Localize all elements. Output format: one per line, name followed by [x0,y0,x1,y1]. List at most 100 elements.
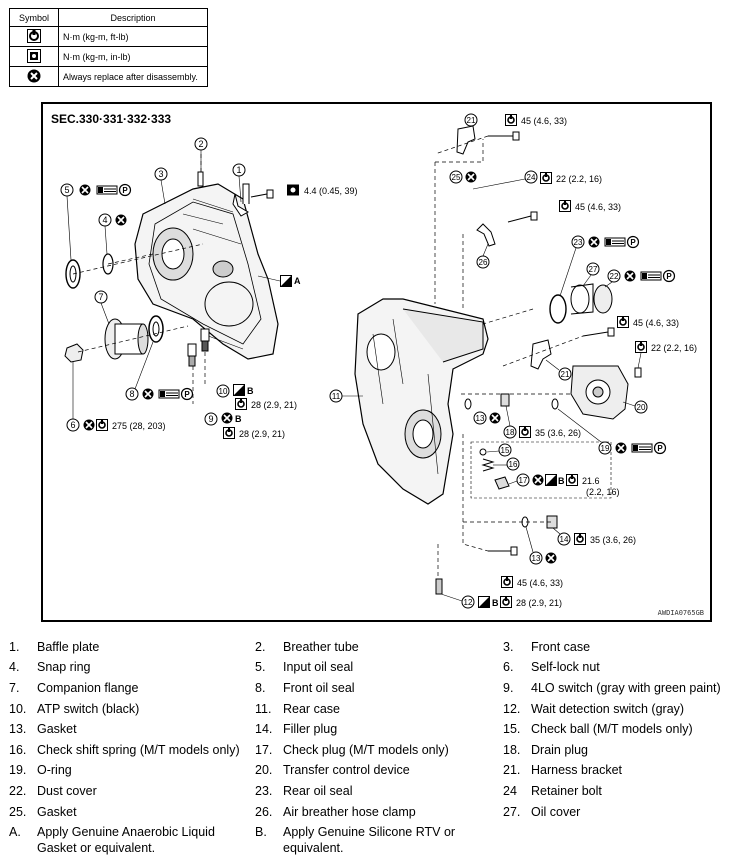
filler-plug [546,515,558,529]
svg-text:22: 22 [610,272,619,281]
callout-10: 10 [216,384,230,398]
svg-text:P: P [122,186,128,195]
callout-20: 20 [634,400,648,414]
callout-26: 26 [476,255,490,269]
svg-text:B: B [247,386,254,396]
callout-15: 15 [498,443,512,457]
front-case [134,183,279,360]
callout-7: 7 [94,290,108,304]
svg-text:P: P [184,390,190,399]
callout-5: 5 [60,183,74,197]
svg-text:14: 14 [560,535,569,544]
torque-22b: 22 (2.2, 16) [651,343,697,353]
svg-text:8: 8 [129,389,134,399]
torque-45b: 45 (4.6, 33) [575,202,621,212]
callout-21-top: 21 [464,113,478,127]
companion-flange [104,318,149,360]
svg-text:15: 15 [501,446,510,455]
atp-switch [200,328,210,352]
svg-text:12: 12 [464,598,473,607]
svg-text:2: 2 [198,139,203,149]
svg-text:21: 21 [467,116,476,125]
torque-6: 275 (28, 203) [112,421,166,431]
svg-text:P: P [666,272,672,281]
svg-text:19: 19 [601,444,610,453]
svg-text:7: 7 [98,292,103,302]
air-breather-hose-clamp [476,223,496,247]
harness-bracket-top [456,125,476,155]
check-plug [494,476,510,490]
svg-text:3: 3 [158,169,163,179]
svg-text:5: 5 [64,185,69,195]
callout-24: 24 [524,170,538,184]
torque-14: 35 (3.6, 26) [590,535,636,545]
torque-45d: 45 (4.6, 33) [517,578,563,588]
callout-19: 19 [598,441,612,455]
torque-wrench-in-lb-icon [27,48,41,63]
svg-text:13: 13 [476,414,485,423]
callout-6: 6 [66,418,80,432]
breather-tube [197,171,204,187]
baffle-plate [232,193,249,217]
gasket-upper [464,398,472,410]
torque-12: 28 (2.9, 21) [516,598,562,608]
svg-text:4: 4 [102,215,107,225]
svg-text:16: 16 [509,460,518,469]
drain-plug [500,393,510,407]
always-replace-icon [27,69,41,82]
callout-4: 4 [98,213,112,227]
rear-case [354,298,489,505]
torque-45c: 45 (4.6, 33) [633,318,679,328]
torque-17: 21.6 [582,476,600,486]
symbol-header: Symbol [9,8,59,27]
svg-text:21: 21 [561,370,570,379]
front-bolt [250,189,274,199]
mt-inset-box [470,441,612,499]
torque-wrench-ft-lb-icon [27,28,41,43]
svg-text:18: 18 [506,428,515,437]
callout-1: 1 [232,163,246,177]
harness-bracket-right [530,339,552,370]
svg-text:B: B [558,476,565,486]
callout-11: 11 [329,389,343,403]
callout-17: 17 [516,473,530,487]
symbol-desc-2: N·m (kg-m, in-lb) [58,46,208,67]
exploded-diagram: SEC.330·331·332·333 [41,102,712,622]
svg-text:B: B [492,598,499,608]
svg-text:24: 24 [527,173,536,182]
svg-text:23: 23 [574,238,583,247]
callout-13-lower: 13 [529,551,543,565]
check-ball [479,448,487,456]
callout-9: 9 [204,412,218,426]
svg-text:11: 11 [332,392,341,401]
symbol-desc-1: N·m (kg-m, ft-lb) [58,26,208,47]
transfer-control-device [570,365,629,420]
torque-1: 4.4 (0.45, 39) [304,186,358,196]
callout-12: 12 [461,595,475,609]
callout-25: 25 [449,170,463,184]
oil-cover [570,284,590,314]
svg-text:9: 9 [208,414,213,424]
callout-27: 27 [586,262,600,276]
snap-ring [102,253,114,275]
torque-17-unit: (2.2, 16) [586,487,620,497]
check-shift-spring [481,458,495,472]
svg-text:10: 10 [219,387,228,396]
svg-text:26: 26 [479,258,488,267]
svg-text:20: 20 [637,403,646,412]
callout-22: 22 [607,269,621,283]
svg-text:17: 17 [519,476,528,485]
rear-oil-seal [549,294,567,324]
callout-14: 14 [557,532,571,546]
torque-9: 28 (2.9, 21) [239,429,285,439]
svg-text:27: 27 [589,265,598,274]
symbol-table: Symbol Description N·m (kg-m, ft-lb) N·m… [9,8,208,87]
description-header: Description [58,8,208,27]
svg-text:25: 25 [452,173,461,182]
callout-a: A [294,276,301,286]
torque-18: 35 (3.6, 26) [535,428,581,438]
callout-8: 8 [125,387,139,401]
callout-23: 23 [571,235,585,249]
self-lock-nut [64,343,84,363]
front-oil-seal [148,315,164,343]
